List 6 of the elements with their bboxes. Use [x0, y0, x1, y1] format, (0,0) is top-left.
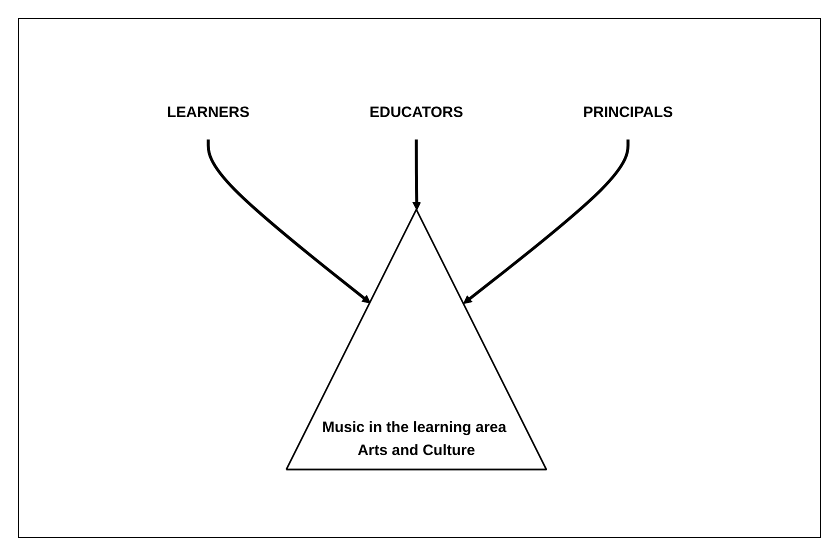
arrow	[412, 139, 421, 210]
node-text: PRINCIPALS	[582, 104, 672, 121]
node-text: LEARNERS	[166, 104, 250, 121]
arrow	[206, 139, 370, 304]
arrow	[462, 139, 630, 304]
node-text: EDUCATORS	[369, 104, 463, 121]
